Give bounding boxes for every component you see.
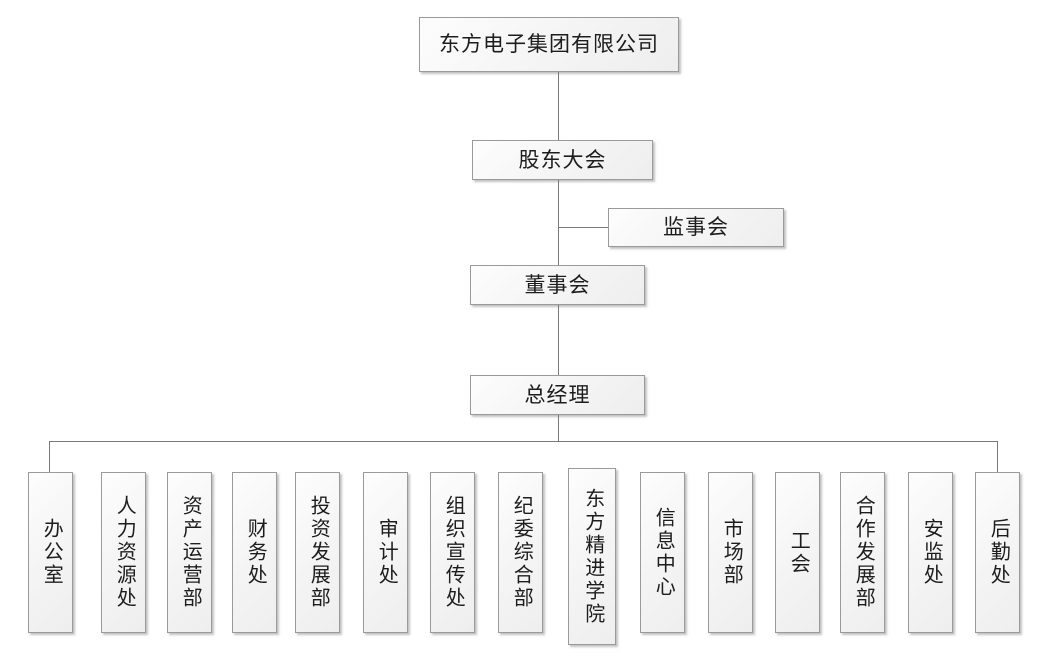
node-information-center-label: 信息中心: [652, 506, 675, 599]
node-organization-publicity-label: 组织宣传处: [442, 495, 465, 610]
node-office[interactable]: 办公室: [28, 472, 73, 633]
node-safety-supervision[interactable]: 安监处: [908, 472, 953, 633]
node-company-label: 东方电子集团有限公司: [439, 32, 659, 57]
node-human-resources-label: 人力资源处: [113, 495, 136, 610]
node-general-manager-label: 总经理: [524, 382, 591, 407]
node-safety-supervision-label: 安监处: [920, 518, 943, 587]
node-board-of-supervisors[interactable]: 监事会: [608, 208, 784, 247]
node-discipline-general[interactable]: 纪委综合部: [498, 472, 543, 633]
node-audit-label: 审计处: [375, 518, 398, 587]
node-general-manager[interactable]: 总经理: [470, 375, 645, 415]
node-dongfang-jingjin-academy-label: 东方精进学院: [581, 487, 604, 626]
node-office-label: 办公室: [40, 518, 63, 587]
node-labor-union-label: 工会: [787, 529, 810, 576]
node-shareholders-meeting-label: 股东大会: [518, 147, 607, 172]
node-audit[interactable]: 审计处: [363, 472, 408, 633]
node-logistics[interactable]: 后勤处: [975, 472, 1020, 633]
node-information-center[interactable]: 信息中心: [640, 472, 685, 633]
connector-stem-manager-to-bus: [558, 415, 559, 441]
connector-branch-to-supervisors: [558, 227, 608, 228]
node-company[interactable]: 东方电子集团有限公司: [419, 17, 679, 72]
node-marketing[interactable]: 市场部: [708, 472, 753, 633]
node-cooperation-development-label: 合作发展部: [852, 495, 875, 610]
connector-department-bus: [49, 441, 998, 442]
connector-drop-to-office: [49, 441, 50, 472]
node-organization-publicity[interactable]: 组织宣传处: [430, 472, 475, 633]
connector-stem-company-to-shareholders: [558, 72, 559, 140]
node-labor-union[interactable]: 工会: [775, 472, 820, 633]
node-board-of-directors-label: 董事会: [524, 272, 591, 297]
node-logistics-label: 后勤处: [987, 518, 1010, 587]
node-board-of-supervisors-label: 监事会: [663, 215, 729, 240]
node-finance-label: 财务处: [244, 518, 267, 587]
node-human-resources[interactable]: 人力资源处: [101, 472, 146, 633]
node-dongfang-jingjin-academy[interactable]: 东方精进学院: [568, 468, 616, 645]
node-asset-operations[interactable]: 资产运营部: [167, 472, 212, 633]
node-investment-development[interactable]: 投资发展部: [295, 472, 340, 633]
node-marketing-label: 市场部: [720, 518, 743, 587]
node-board-of-directors[interactable]: 董事会: [470, 265, 645, 305]
node-shareholders-meeting[interactable]: 股东大会: [472, 140, 653, 180]
connector-stem-shareholders-to-board: [558, 180, 559, 265]
connector-stem-board-to-manager: [558, 305, 559, 375]
node-discipline-general-label: 纪委综合部: [510, 495, 533, 610]
connector-drop-to-logistics: [997, 441, 998, 472]
node-finance[interactable]: 财务处: [232, 472, 277, 633]
node-cooperation-development[interactable]: 合作发展部: [840, 472, 885, 633]
node-investment-development-label: 投资发展部: [307, 495, 330, 610]
node-asset-operations-label: 资产运营部: [179, 495, 202, 610]
